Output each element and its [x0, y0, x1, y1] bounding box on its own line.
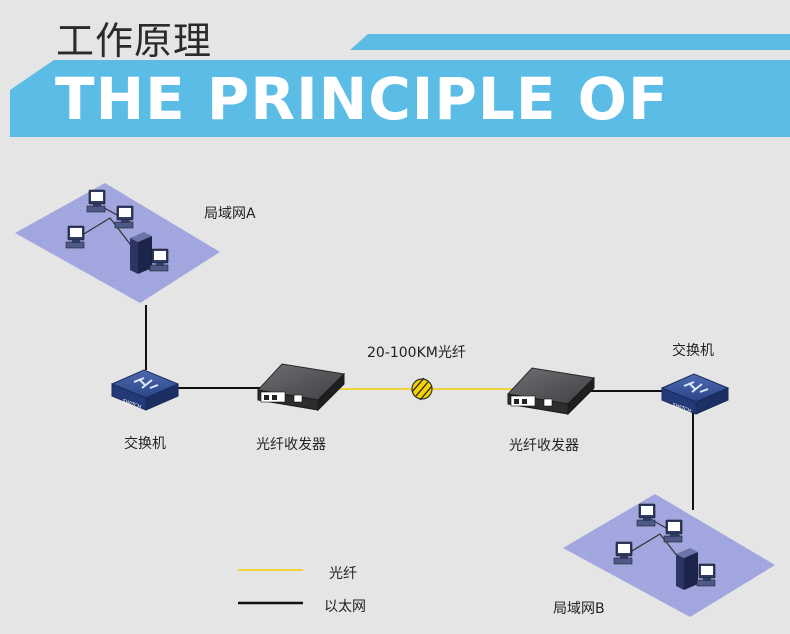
fiber-link — [325, 377, 515, 401]
computer-icon — [114, 205, 134, 229]
switch-right-label: 交换机 — [672, 343, 714, 359]
switch-right-icon: SWITCH — [660, 373, 730, 415]
decorative-top-band — [350, 34, 790, 50]
page-title-chinese: 工作原理 — [56, 19, 213, 63]
lan-b-label: 局域网B — [553, 601, 605, 617]
transceiver-left-label: 光纤收发器 — [256, 437, 326, 453]
switch-left-icon: SWITCH — [110, 369, 180, 411]
computer-icon — [86, 189, 106, 213]
title-banner — [10, 60, 790, 137]
transceiver-right-icon — [507, 367, 596, 416]
legend-fiber-label: 光纤 — [329, 566, 357, 582]
lan-b-group — [563, 494, 775, 617]
legend-ethernet-label: 以太网 — [324, 599, 366, 615]
page-title-english: THE PRINCIPLE OF — [55, 65, 669, 133]
computer-icon — [613, 541, 633, 565]
computer-icon — [696, 563, 716, 587]
transceiver-right-label: 光纤收发器 — [509, 438, 579, 454]
computer-icon — [65, 225, 85, 249]
lan-a-group — [15, 183, 220, 303]
switch-left-label: 交换机 — [124, 436, 166, 452]
server-icon — [130, 232, 152, 274]
computer-icon — [663, 519, 683, 543]
fiber-link-label: 20-100KM光纤 — [367, 345, 466, 361]
transceiver-left-icon — [257, 363, 346, 412]
server-icon — [676, 548, 698, 590]
computer-icon — [636, 503, 656, 527]
ethernet-links — [145, 305, 694, 510]
computer-icon — [149, 248, 169, 272]
lan-a-label: 局域网A — [204, 206, 256, 222]
